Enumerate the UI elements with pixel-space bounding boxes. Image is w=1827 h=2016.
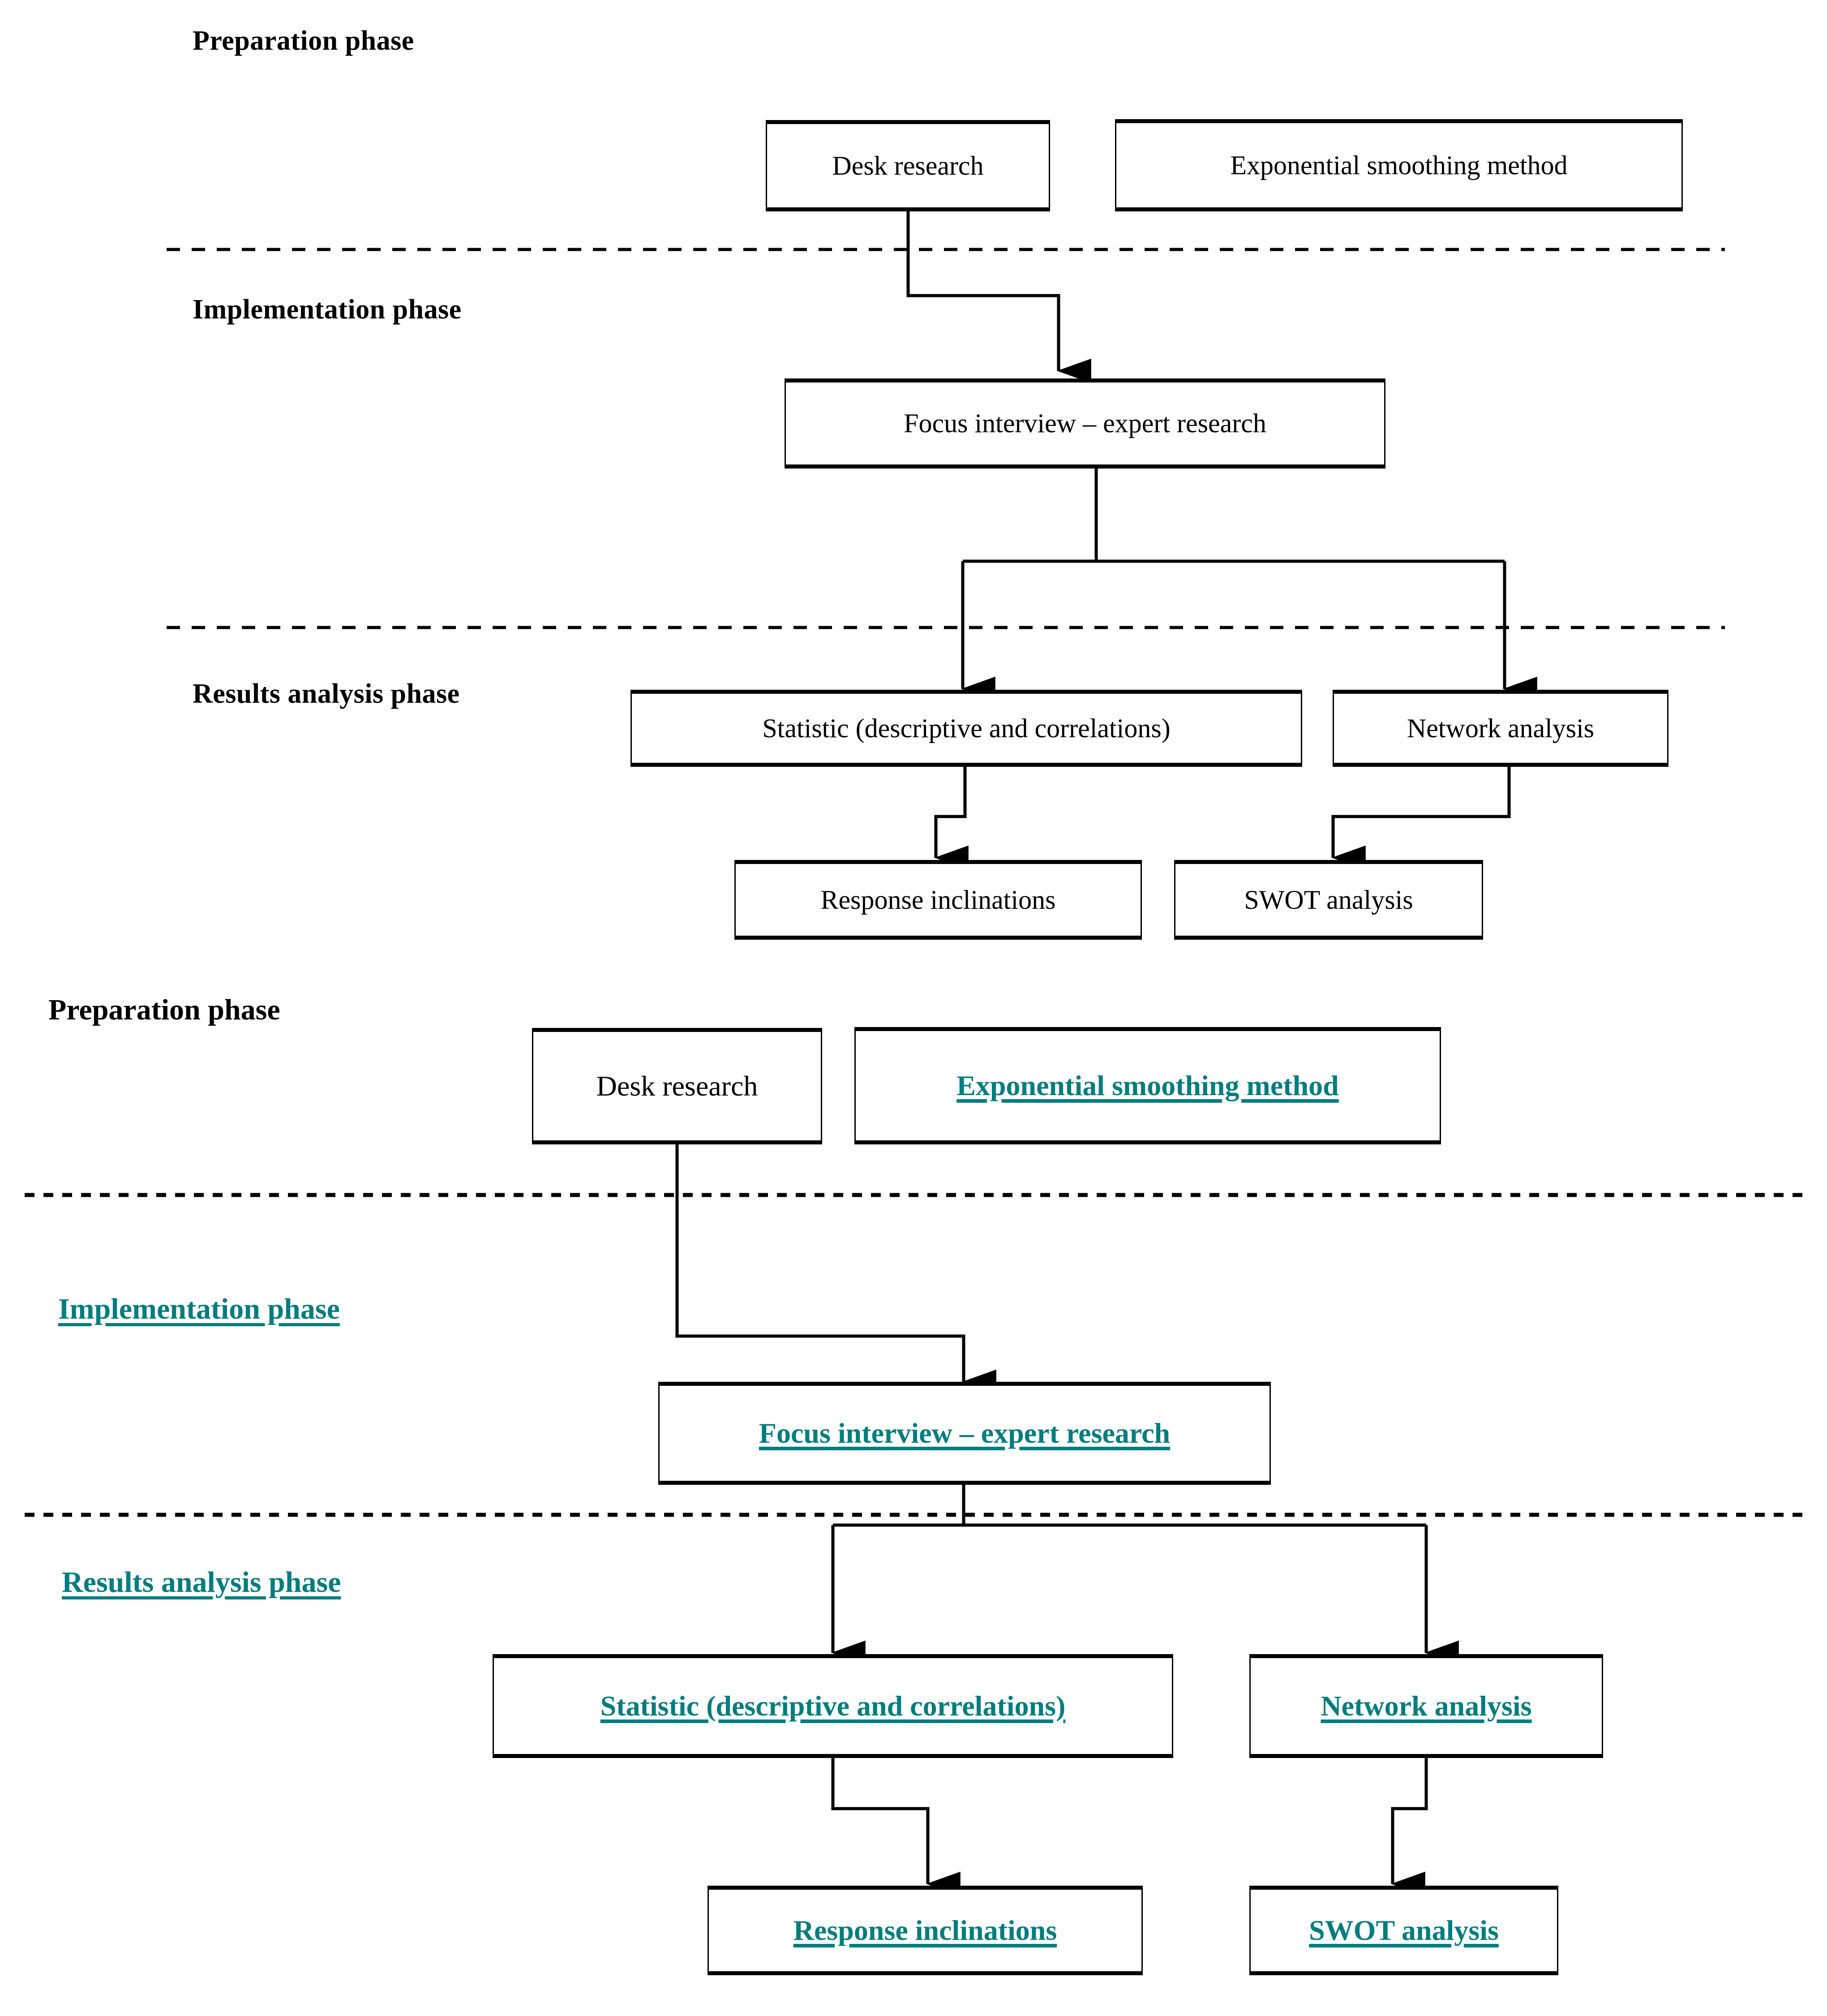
node-label: Network analysis — [1321, 1690, 1532, 1722]
edge-desk-to-focus-2 — [675, 1144, 996, 1394]
node-label: SWOT analysis — [1309, 1914, 1499, 1947]
node-label: Statistic (descriptive and correlations) — [600, 1690, 1066, 1722]
phase-label-implementation: Implementation phase — [193, 294, 462, 325]
edge-desk-to-focus — [906, 211, 1091, 383]
phase-label-preparation: Preparation phase — [193, 26, 414, 56]
edge-statistic-to-response — [934, 767, 969, 870]
phase-label-implementation-2: Implementation phase — [58, 1293, 340, 1325]
node-statistic-2[interactable]: Statistic (descriptive and correlations) — [493, 1654, 1173, 1758]
node-label: Exponential smoothing method — [1230, 150, 1568, 180]
node-response-inclinations-2[interactable]: Response inclinations — [708, 1886, 1143, 1975]
node-statistic[interactable]: Statistic (descriptive and correlations) — [630, 690, 1302, 767]
node-label: Response inclinations — [793, 1914, 1057, 1947]
node-label: Statistic (descriptive and correlations) — [762, 713, 1171, 743]
node-desk-research[interactable]: Desk research — [766, 120, 1050, 211]
node-label: SWOT analysis — [1244, 885, 1413, 915]
node-swot-analysis-2[interactable]: SWOT analysis — [1249, 1886, 1558, 1975]
node-label: Response inclinations — [820, 885, 1056, 915]
node-label: Exponential smoothing method — [956, 1070, 1339, 1102]
node-swot-analysis[interactable]: SWOT analysis — [1174, 860, 1483, 940]
phase-label-preparation-2: Preparation phase — [48, 993, 280, 1026]
node-label: Network analysis — [1407, 713, 1595, 743]
node-label: Desk research — [596, 1070, 758, 1102]
node-network-analysis-2[interactable]: Network analysis — [1249, 1654, 1603, 1758]
node-desk-research-2[interactable]: Desk research — [532, 1028, 822, 1144]
node-label: Focus interview – expert research — [759, 1417, 1171, 1449]
edge-network-to-swot — [1331, 767, 1511, 870]
edge-network-to-swot-2 — [1391, 1758, 1428, 1896]
node-response-inclinations[interactable]: Response inclinations — [734, 860, 1142, 940]
phase-label-results-analysis-2: Results analysis phase — [62, 1566, 341, 1599]
node-exponential-smoothing-method-2[interactable]: Exponential smoothing method — [854, 1027, 1441, 1144]
edge-statistic-to-response-2 — [831, 1758, 961, 1896]
node-label: Focus interview – expert research — [904, 408, 1266, 438]
node-focus-interview[interactable]: Focus interview – expert research — [785, 378, 1385, 469]
node-label: Desk research — [832, 150, 984, 181]
node-exponential-smoothing-method[interactable]: Exponential smoothing method — [1115, 119, 1683, 211]
node-focus-interview-2[interactable]: Focus interview – expert research — [658, 1382, 1271, 1485]
node-network-analysis[interactable]: Network analysis — [1333, 690, 1668, 767]
phase-label-results-analysis: Results analysis phase — [193, 679, 460, 709]
